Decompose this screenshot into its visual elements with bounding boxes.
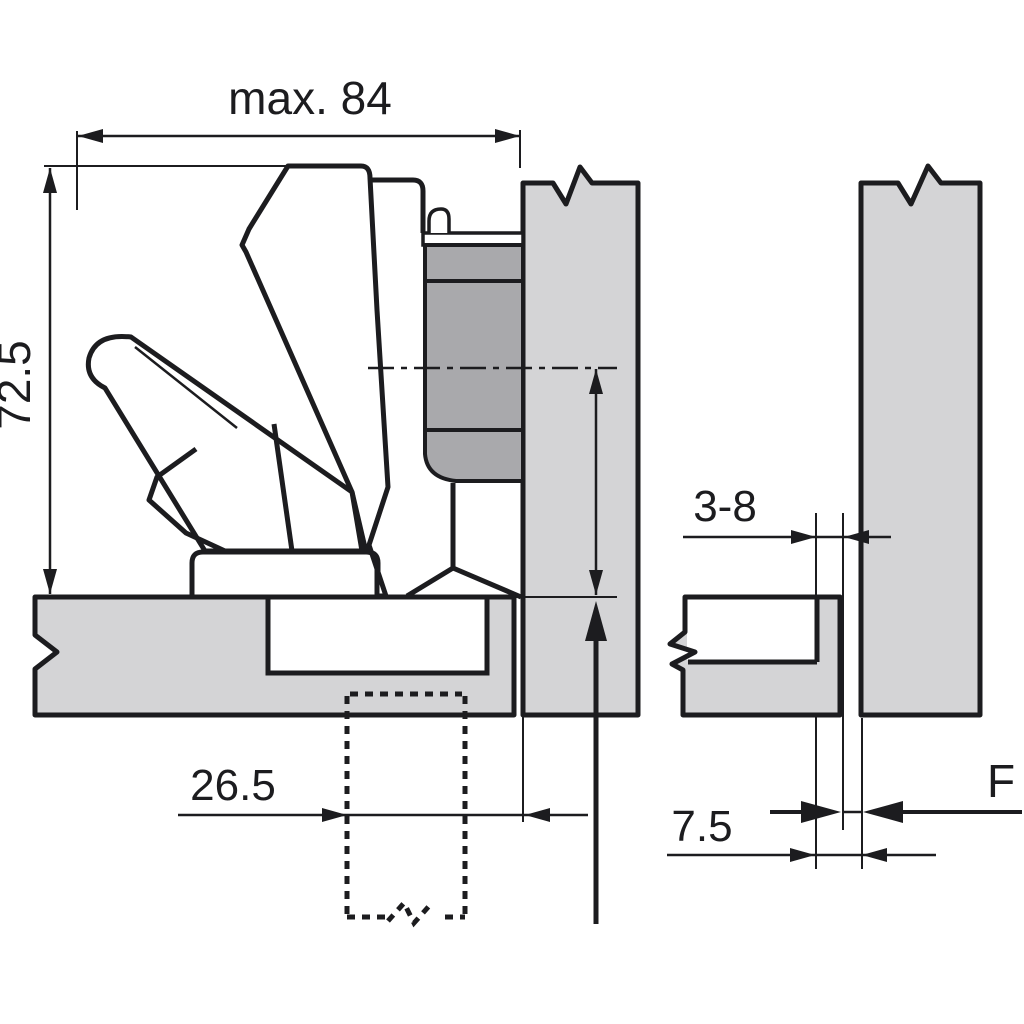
cabinet-panel-left-view xyxy=(520,164,641,718)
door-profile-outline xyxy=(667,594,843,718)
dimension-plate-offset: 7.5 xyxy=(667,802,936,862)
arrowhead-left-icon xyxy=(862,848,887,862)
dimension-door-gap-range: 3-8 xyxy=(683,482,891,544)
hinge-lever xyxy=(85,333,365,554)
arrowhead-left-icon xyxy=(525,808,550,822)
dimension-bore-distance: 26.5 xyxy=(178,761,588,822)
hinge-arm-corner-edge xyxy=(452,565,522,600)
arrowhead-left-icon xyxy=(863,801,903,823)
arrowhead-up-icon xyxy=(585,601,607,641)
door-surface-reference-arrow xyxy=(585,601,607,924)
hinge-arm xyxy=(239,163,391,599)
dimension-reveal-F: F xyxy=(770,755,1022,823)
arrowhead-right-icon xyxy=(495,129,520,143)
arrowhead-left-icon xyxy=(78,129,103,143)
dim-label-max-width: max. 84 xyxy=(228,72,392,124)
mounting-plate-body xyxy=(423,243,525,483)
dim-label-reveal: F xyxy=(987,755,1015,807)
arrowhead-right-icon xyxy=(791,530,816,544)
drill-outline-break-mark xyxy=(386,898,432,928)
arrowhead-right-icon xyxy=(322,808,347,822)
drill-depth-dashed-outline xyxy=(344,691,468,928)
dim-label-overall-height: 72.5 xyxy=(0,340,40,430)
dim-label-plate-offset: 7.5 xyxy=(671,802,732,851)
hinge-link-line xyxy=(271,423,295,552)
hinge-cup xyxy=(189,549,381,600)
arrowhead-left-icon xyxy=(844,530,869,544)
mounting-plate-tab xyxy=(427,207,451,233)
door-profile-right-view xyxy=(667,594,843,718)
mounting-plate xyxy=(421,207,525,483)
dimension-axis-to-door xyxy=(589,369,603,595)
cup-bore-cutout xyxy=(265,594,490,676)
arrowhead-up-icon xyxy=(43,168,57,193)
hinge-lever-prong xyxy=(146,446,227,554)
hinge-lever-fold-line xyxy=(134,346,238,429)
arrowhead-up-icon xyxy=(589,369,603,394)
arrowhead-down-icon xyxy=(43,569,57,594)
hinge-arm-back-edge xyxy=(405,483,456,599)
arrowhead-down-icon xyxy=(589,570,603,595)
door-profile-rabbet-notch xyxy=(687,599,815,660)
dim-label-bore-distance: 26.5 xyxy=(190,761,276,810)
dim-label-door-gap-range: 3-8 xyxy=(693,482,757,531)
arrowhead-right-icon xyxy=(790,848,815,862)
cabinet-panel-right-view xyxy=(858,163,983,718)
dimension-max-width: max. 84 xyxy=(78,72,520,143)
arrowhead-right-icon xyxy=(801,801,841,823)
dimension-overall-height: 72.5 xyxy=(0,168,57,594)
hinge-arm-attachment-top xyxy=(368,177,426,233)
